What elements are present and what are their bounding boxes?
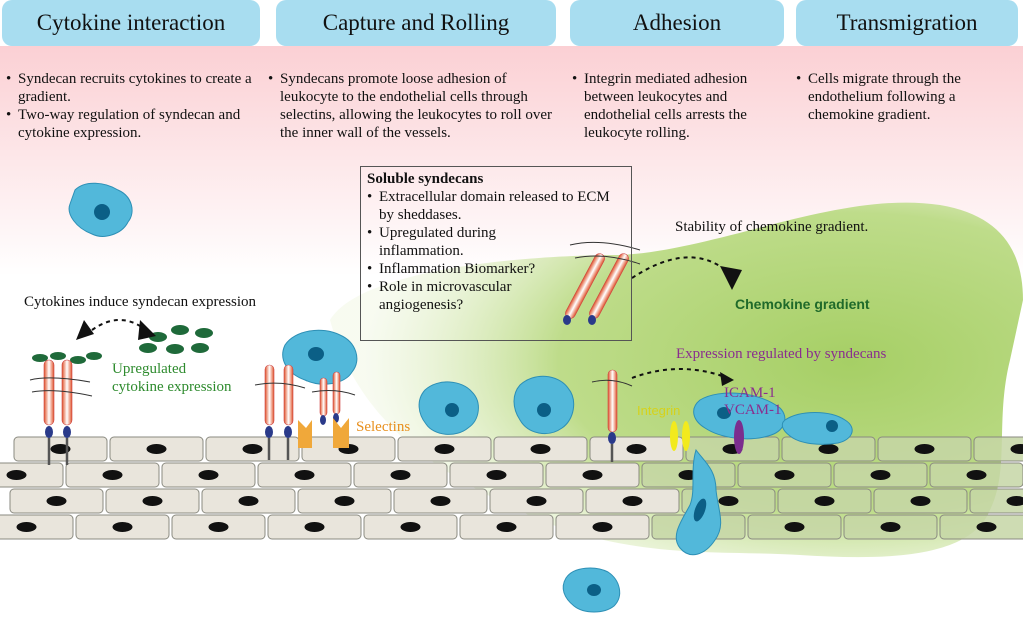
endothelial-nucleus [626,444,647,454]
cytokine-bullet-2: Two-way regulation of syndecan and cytok… [6,106,256,142]
leukocyte-transmigrating [675,448,722,556]
adhesion-bullet-1: Integrin mediated adhesion between leuko… [572,70,782,142]
header-cytokine-interaction: Cytokine interaction [2,0,260,46]
selectins [298,418,349,448]
label-chemokine-gradient: Chemokine gradient [735,296,870,312]
endothelial-nucleus [1006,496,1023,506]
endothelial-nucleus [1010,444,1023,454]
label-cytokines-induce: Cytokines induce syndecan expression [24,294,257,310]
adhesion-bullets: Integrin mediated adhesion between leuko… [572,70,782,142]
cytokine-dots [32,325,213,364]
leukocyte-rolling-2 [418,381,479,435]
soluble-item-4: Role in microvascular angiogenesis? [367,278,529,314]
endothelial-nucleus [16,522,37,532]
label-stability: Stability of chemokine gradient. [675,219,869,235]
label-icam: ICAM-1 [724,385,776,401]
label-selectins: Selectins [356,419,411,435]
endothelial-nucleus [142,496,163,506]
endothelial-nucleus [208,522,229,532]
endothelial-nucleus [818,444,839,454]
soluble-item-3: Inflammation Biomarker? [367,260,619,278]
endothelial-nucleus [530,444,551,454]
header-capture-rolling: Capture and Rolling [276,0,556,46]
endothelial-cell [0,462,64,488]
soluble-title: Soluble syndecans [367,171,484,187]
soluble-item-2: Upregulated during inflammation. [367,224,529,260]
endothelial-nucleus [496,522,517,532]
endothelial-nucleus [390,470,411,480]
header-adhesion: Adhesion [570,0,784,46]
endothelial-nucleus [112,522,133,532]
endothelial-nucleus [976,522,997,532]
header-transmigration: Transmigration [796,0,1018,46]
endothelial-nucleus [400,522,421,532]
endothelial-nucleus [814,496,835,506]
arrow-heads [76,266,742,386]
endothelial-cell-layer [0,436,1023,540]
label-vcam: VCAM-1 [724,402,782,418]
label-integrin: Integrin [637,403,681,418]
endothelial-nucleus [46,496,67,506]
endothelial-nucleus [198,470,219,480]
leukocyte-rolling-3 [513,375,575,435]
endothelial-nucleus [774,470,795,480]
endothelial-nucleus [910,496,931,506]
endothelial-cell [969,488,1023,514]
endothelial-nucleus [526,496,547,506]
cytokine-bullet-1: Syndecan recruits cytokines to create a … [6,70,256,106]
cytokine-bullets: Syndecan recruits cytokines to create a … [6,70,256,142]
leukocyte-adhered [693,392,853,445]
transmigration-bullet-1: Cells migrate through the endothelium fo… [796,70,1006,124]
endothelial-nucleus [486,470,507,480]
soluble-item-1: Extracellular domain released to ECM by … [367,188,619,224]
transmigration-bullets: Cells migrate through the endothelium fo… [796,70,1006,124]
leukocyte-rolling [282,329,358,385]
endothelial-nucleus [294,470,315,480]
integrin [670,421,690,451]
endothelial-nucleus [592,522,613,532]
leukocyte-floating [68,182,133,237]
endothelial-cell [973,436,1023,462]
endothelial-nucleus [914,444,935,454]
syndecan-adhesion [591,369,633,462]
endothelial-nucleus [880,522,901,532]
endothelial-nucleus [718,496,739,506]
endothelial-nucleus [6,470,27,480]
endothelial-nucleus [102,470,123,480]
endothelial-nucleus [304,522,325,532]
endothelial-nucleus [242,444,263,454]
label-upregulated-2: cytokine expression [112,379,232,395]
endothelial-nucleus [238,496,259,506]
endothelial-nucleus [50,444,71,454]
endothelial-nucleus [966,470,987,480]
soluble-syndecans-box: Soluble syndecans Extracellular domain r… [360,166,632,341]
endothelial-nucleus [870,470,891,480]
endothelial-nucleus [146,444,167,454]
endothelial-nucleus [784,522,805,532]
endothelial-nucleus [334,496,355,506]
capture-bullets: Syndecans promote loose adhesion of leuk… [268,70,558,142]
endothelial-nucleus [430,496,451,506]
label-expression-regulated: Expression regulated by syndecans [676,346,887,362]
syndecan-group-1 [29,359,93,465]
endothelial-nucleus [622,496,643,506]
endothelial-nucleus [434,444,455,454]
icam-vcam [734,420,744,454]
label-upregulated-1: Upregulated [112,361,187,377]
dashed-arrows [91,256,729,379]
syndecan-group-2 [254,364,356,460]
leukocyte-migrated [562,567,621,613]
capture-bullet-1: Syndecans promote loose adhesion of leuk… [268,70,558,142]
endothelial-nucleus [582,470,603,480]
